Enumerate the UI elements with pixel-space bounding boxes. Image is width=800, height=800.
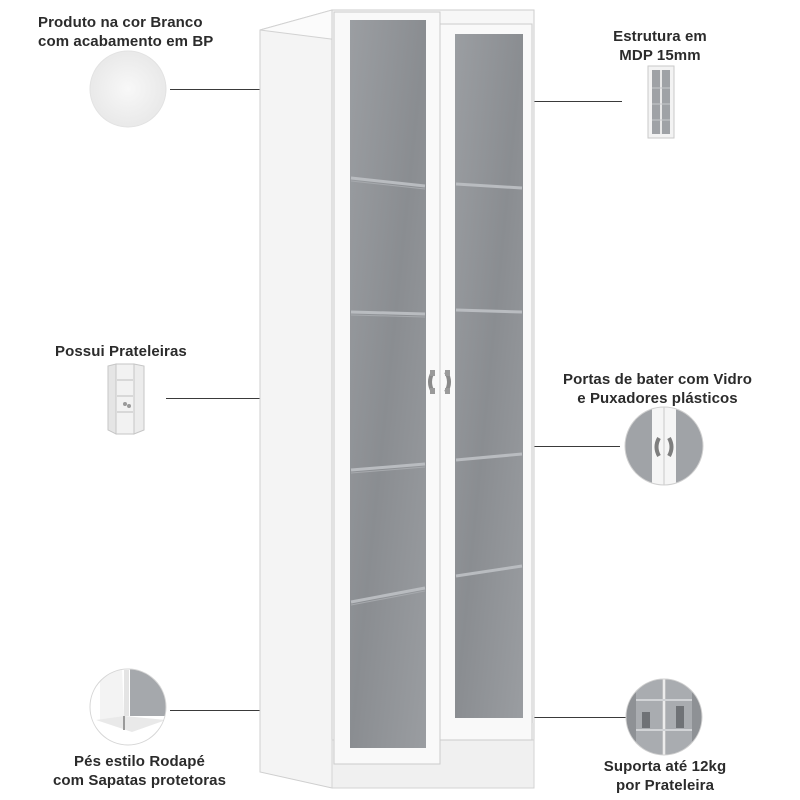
leader-line-prateleiras — [166, 398, 272, 399]
feature-estrutura-line2: MDP 15mm — [619, 47, 701, 64]
feature-suporta-line2: por Prateleira — [615, 777, 715, 794]
feature-pes-label: Pés estilo Rodapé com Sapatas protetoras — [52, 752, 227, 790]
right-door-glass — [455, 34, 523, 718]
feature-portas-line2: e Puxadores plásticos — [577, 390, 738, 407]
cabinet-side-panel — [259, 9, 333, 789]
feature-cor-label: Produto na cor Branco com acabamento em … — [38, 13, 213, 51]
shelves-thumbnail — [107, 363, 145, 435]
color-swatch-circle — [89, 50, 167, 128]
leader-line-pes — [170, 710, 273, 711]
feature-portas-label: Portas de bater com Vidro e Puxadores pl… — [555, 370, 760, 408]
leader-line-estrutura — [530, 101, 622, 102]
feature-cor-line1: Produto na cor Branco — [38, 14, 203, 31]
structure-thumbnail — [647, 65, 675, 139]
feature-pes-line2: com Sapatas protetoras — [52, 772, 227, 789]
leader-line-cor — [170, 89, 272, 90]
feature-pes-line1: Pés estilo Rodapé — [74, 753, 205, 770]
cabinet — [259, 9, 535, 789]
feature-portas-line1: Portas de bater com Vidro — [563, 371, 752, 388]
left-door-glass — [350, 20, 426, 748]
door-handles[interactable] — [428, 370, 451, 394]
feature-prateleiras-label: Possui Prateleiras — [55, 342, 187, 361]
feature-prateleiras-line1: Possui Prateleiras — [55, 343, 187, 360]
shelves — [350, 176, 523, 604]
leader-line-suporta — [520, 717, 628, 718]
shelf-support-circle — [626, 679, 702, 755]
leader-line-portas — [528, 446, 620, 447]
doors-handles-circle — [625, 407, 703, 485]
feature-suporta-line1: Suporta até 12kg — [603, 758, 727, 775]
feature-cor-line2: com acabamento em BP — [38, 33, 214, 50]
feature-estrutura-label: Estrutura em MDP 15mm — [600, 27, 720, 65]
feature-estrutura-line1: Estrutura em — [613, 28, 707, 45]
feet-detail-circle — [90, 669, 166, 745]
feature-suporta-label: Suporta até 12kg por Prateleira — [590, 757, 740, 795]
